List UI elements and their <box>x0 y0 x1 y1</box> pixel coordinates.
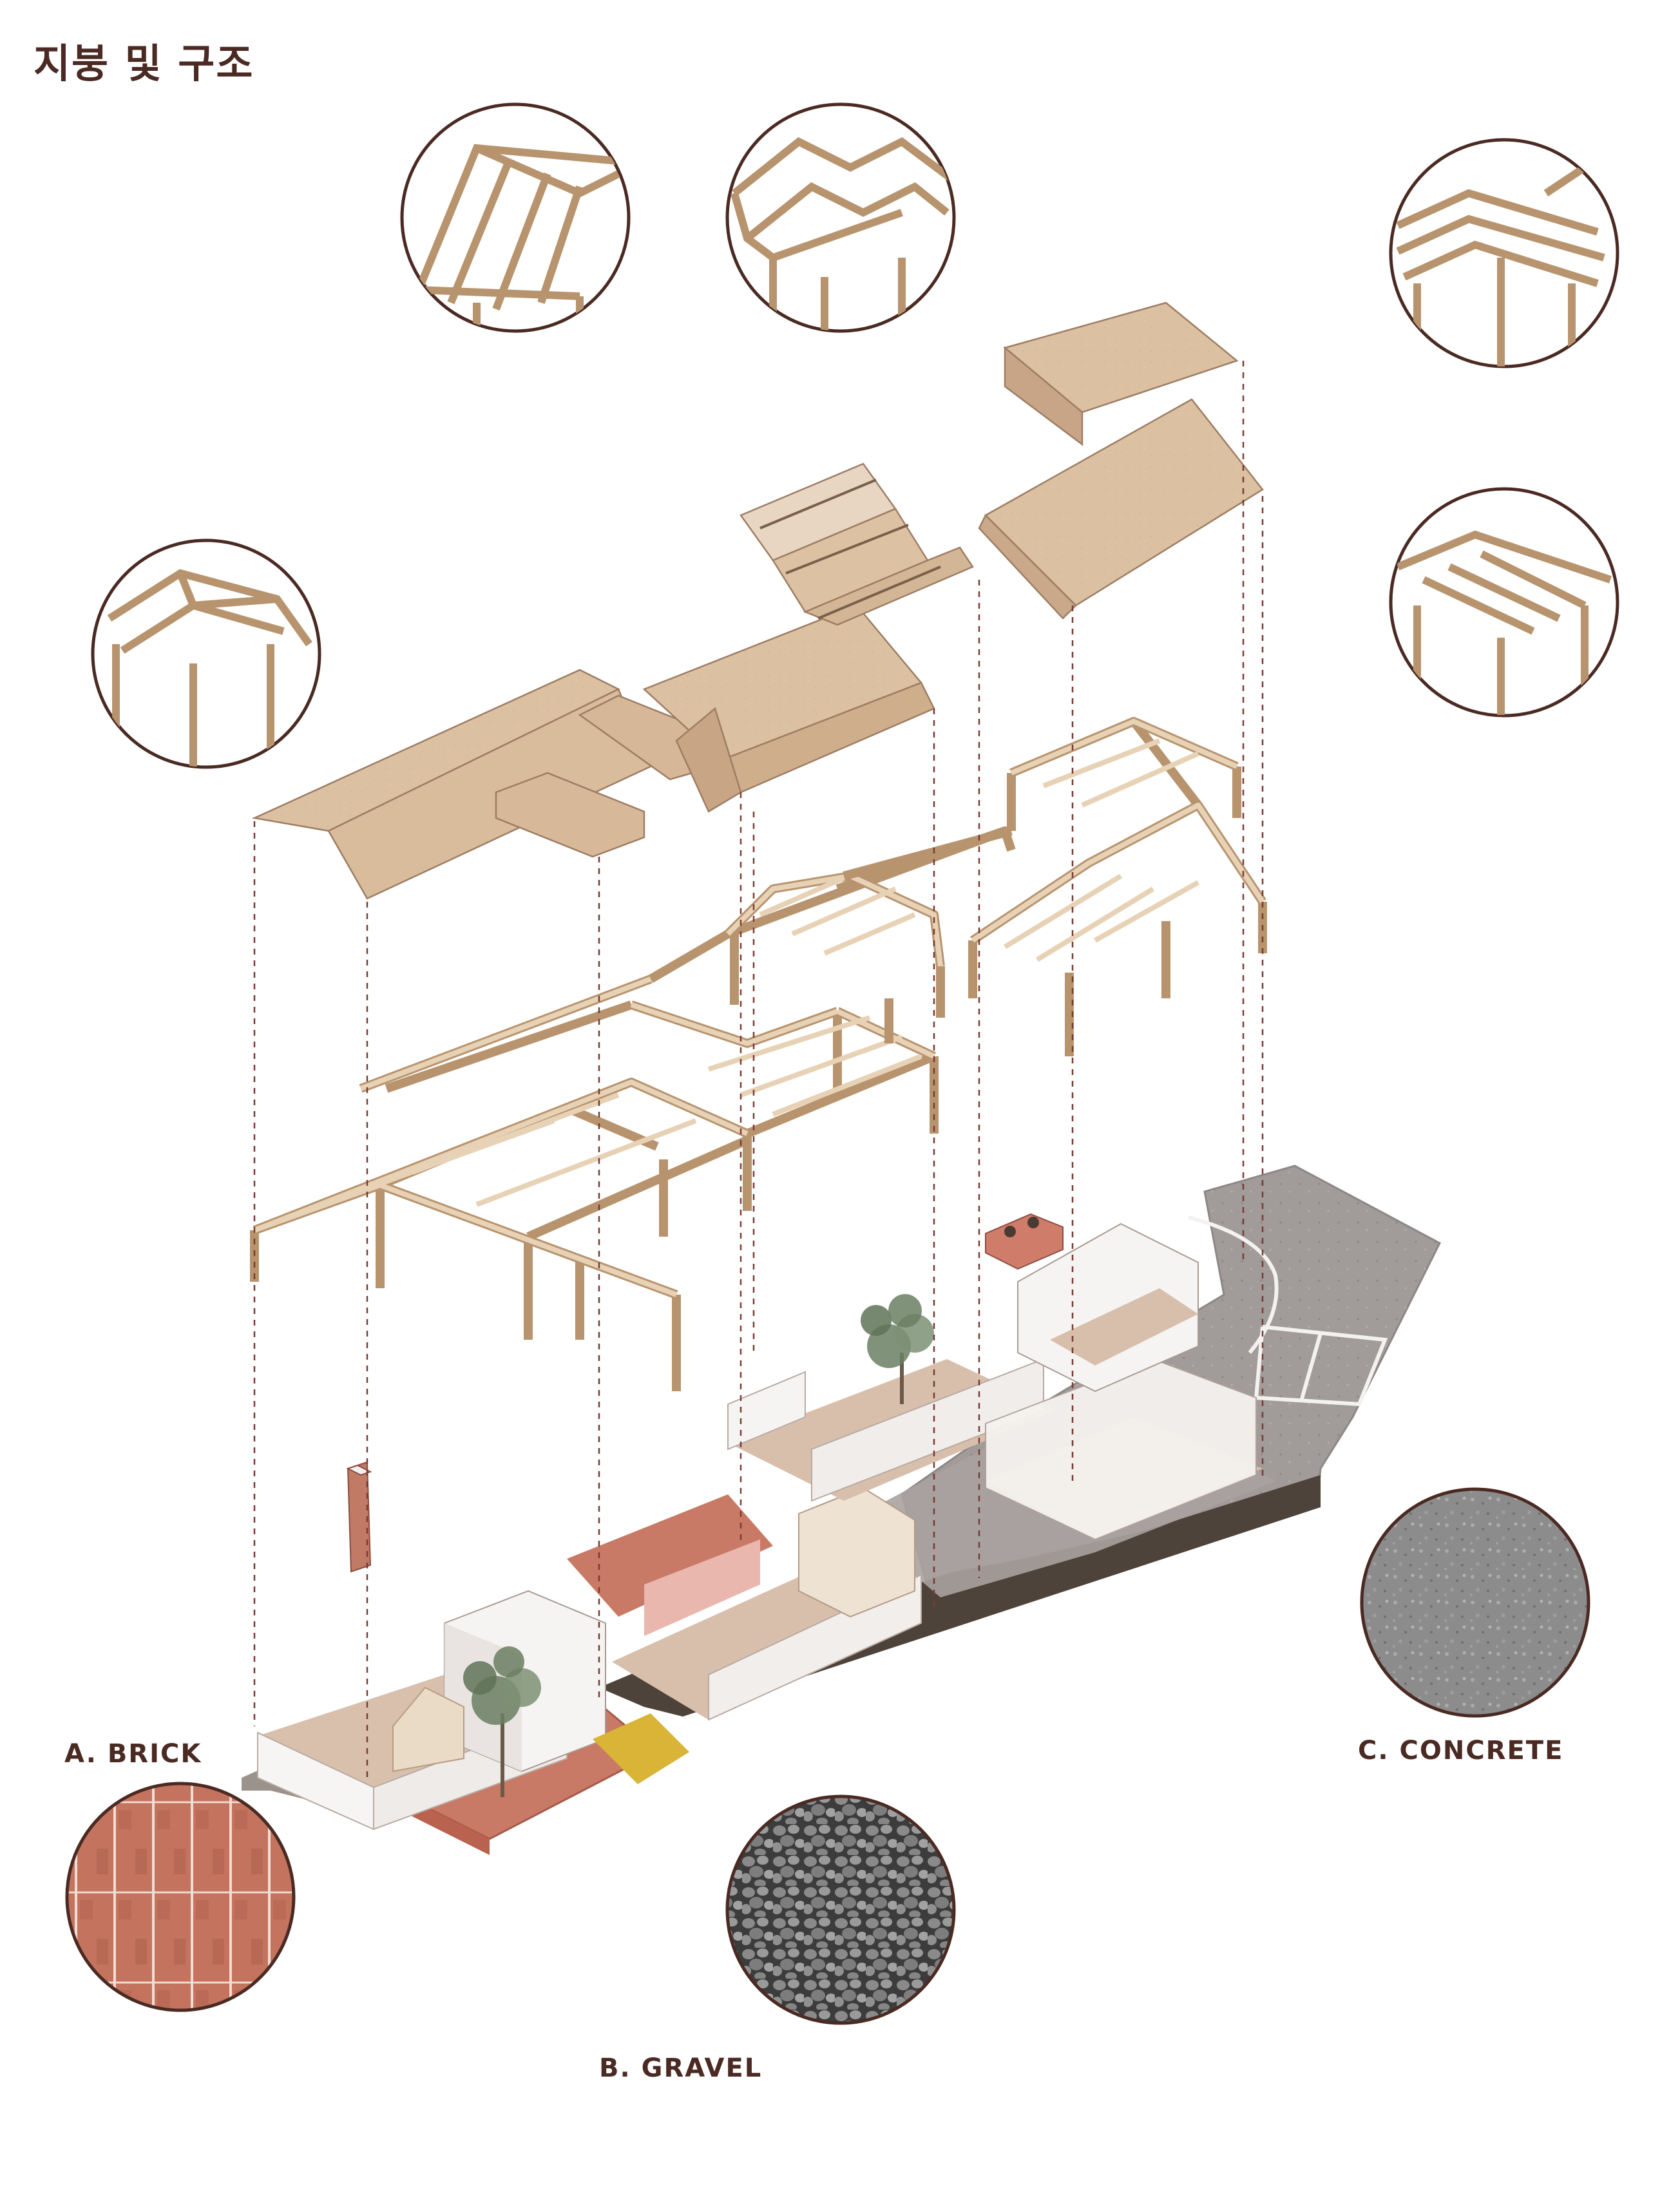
rooftop-fan <box>1004 1226 1016 1237</box>
chimney-top <box>346 1464 372 1476</box>
concrete-swatch <box>1360 1487 1590 1718</box>
rooftop-unit <box>985 1213 1064 1270</box>
gravel-label: B. GRAVEL <box>599 2053 763 2083</box>
roof-east-2 <box>978 513 1077 620</box>
walls-upper-mid <box>727 1371 806 1451</box>
sawtooth-glazing <box>759 479 941 620</box>
roof-east-box-side <box>1004 346 1083 446</box>
detail-circle-3 <box>1389 138 1619 368</box>
roof-layer <box>251 301 1264 900</box>
yellow-ramp <box>593 1713 689 1784</box>
frame-west-highlight <box>253 1002 935 1297</box>
detail-circle-5 <box>1389 487 1619 718</box>
gravel-swatch <box>725 1794 956 2025</box>
frame-east-highlight <box>971 719 1265 962</box>
small-shed <box>392 1686 464 1773</box>
detail-circle-1 <box>400 102 631 333</box>
detail-circle-4 <box>91 538 321 769</box>
timber-frame-layer <box>250 717 1267 1391</box>
roof-west-wing <box>495 772 645 858</box>
roof-middle-3 <box>675 707 742 813</box>
guide-lines <box>253 361 1264 1778</box>
brick-swatch <box>65 1782 296 2012</box>
parking-lines <box>1188 1215 1388 1407</box>
tree-courtyard <box>463 1646 541 1797</box>
walls-east-top <box>1017 1223 1199 1393</box>
walls-mid-front <box>708 1574 922 1721</box>
tree-upper <box>861 1294 934 1404</box>
chimney <box>347 1461 372 1573</box>
pink-courtyard-wall <box>644 1539 760 1636</box>
ground-floor <box>257 1213 1263 1831</box>
page-title: 지붕 및 구조 <box>33 40 254 87</box>
brick-courtyard <box>567 1494 773 1617</box>
floor-east-top <box>1050 1288 1198 1366</box>
brick-label: A. BRICK <box>64 1739 202 1769</box>
concrete-label: C. CONCRETE <box>1358 1736 1564 1765</box>
rooftop-fan-2 <box>1027 1217 1039 1228</box>
walls-east <box>985 1358 1257 1541</box>
detail-circle-2 <box>725 102 956 333</box>
